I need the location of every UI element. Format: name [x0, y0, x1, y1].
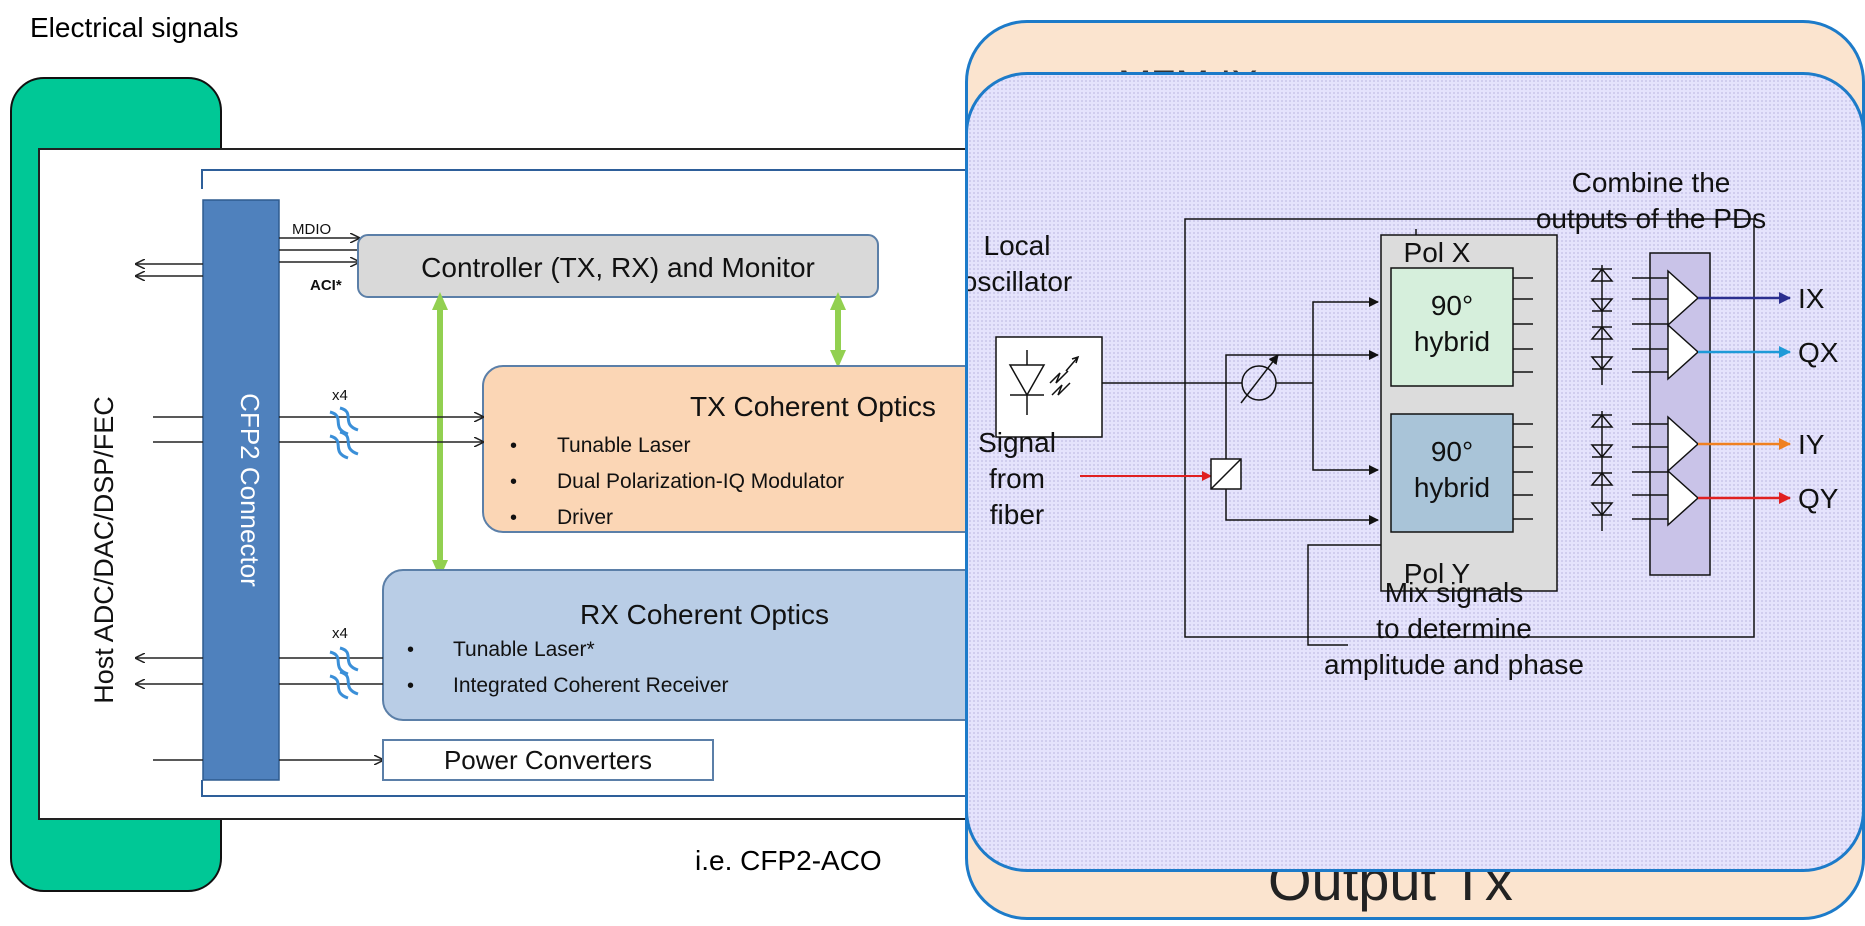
local-oscillator-box: [995, 336, 1103, 438]
laser-diode-icon: [1008, 350, 1080, 415]
hybrid-y: [1390, 413, 1514, 533]
cfp2-connector: [202, 199, 280, 781]
combine-label-line1: Combine the: [1572, 167, 1731, 198]
module-outline-top: [201, 169, 990, 189]
hybrid-x: [1390, 267, 1514, 387]
tx-item-3: Driver: [557, 506, 613, 529]
controller-label: Controller (TX, RX) and Monitor: [421, 252, 815, 283]
hybrid-x-line1: 90°: [1431, 290, 1473, 321]
tia-icons: [1632, 269, 1700, 527]
rx-bullet-2: •: [407, 675, 414, 697]
lo-label-line1: Local: [984, 230, 1051, 261]
caption: i.e. CFP2-ACO: [695, 845, 882, 876]
signal-label-line2: from: [989, 463, 1045, 494]
module-outline-bottom: [201, 780, 990, 797]
tx-item-1: Tunable Laser: [557, 434, 690, 457]
rx-title: RX Coherent Optics: [580, 599, 829, 630]
x4-tx-squiggle-icon: [329, 406, 359, 460]
tx-bullet-1: •: [510, 435, 517, 457]
tx-bullet-2: •: [510, 471, 517, 493]
lo-to-hybrid2: [1312, 383, 1379, 475]
green-arrowhead-right-bottom: [830, 350, 846, 368]
cfp2-aco-svg: Host ADC/DAC/DSP/FEC CFP2 Connector MDIO…: [89, 169, 1004, 797]
pbs-to-hybrid1: [1225, 350, 1379, 459]
cfp2-aco-diagram: Host ADC/DAC/DSP/FEC CFP2 Connector MDIO…: [38, 148, 1004, 820]
hybrid-y-line2: hybrid: [1414, 472, 1490, 503]
slide-title: Electrical signals: [30, 12, 239, 43]
signal-label-line3: fiber: [990, 499, 1044, 530]
tx-bullet-3: •: [510, 507, 517, 529]
aci-label: ACI*: [310, 277, 342, 294]
output-qx: QX: [1798, 337, 1839, 368]
power-label: Power Converters: [444, 745, 652, 775]
controller-box: [357, 234, 879, 298]
receiver-card: Combine the outputs of the PDs Local osc…: [962, 72, 1865, 872]
lo-to-hybrid1: [1312, 297, 1379, 383]
x4-rx-label: x4: [332, 625, 348, 642]
host-label: Host ADC/DAC/DSP/FEC: [89, 396, 119, 704]
photodiodes-icon: [1590, 265, 1614, 531]
hybrid-y-line1: 90°: [1431, 436, 1473, 467]
rx-item-1: Tunable Laser*: [453, 638, 595, 661]
power-converters-box: [382, 739, 714, 781]
rx-item-2: Integrated Coherent Receiver: [453, 674, 729, 697]
pbs-to-hybrid2: [1225, 489, 1379, 525]
receiver-svg: Combine the outputs of the PDs Local osc…: [962, 167, 1839, 680]
mix-label-line2: to determine: [1376, 613, 1532, 644]
pol-x-label: Pol X: [1404, 237, 1471, 268]
tx-title: TX Coherent Optics: [690, 391, 936, 422]
green-arrowhead-left-top: [432, 292, 448, 310]
output-ix: IX: [1798, 283, 1825, 314]
output-qy: QY: [1798, 483, 1839, 514]
connector-label: CFP2 Connector: [235, 393, 265, 587]
pol-y-label: Pol Y: [1404, 558, 1471, 589]
output-iy: IY: [1798, 429, 1825, 460]
mix-label-line1: Mix signals: [1385, 577, 1523, 608]
hybrid-x-line2: hybrid: [1414, 326, 1490, 357]
rx-bullet-1: •: [407, 639, 414, 661]
x4-tx-label: x4: [332, 387, 348, 404]
hybrid-output-stubs: [1513, 277, 1533, 520]
lo-label-line2: oscillator: [968, 266, 1072, 297]
mdio-label: MDIO: [292, 221, 331, 238]
signal-label-line1: Signal: [978, 427, 1056, 458]
pbs-diagonal: [1210, 458, 1242, 490]
receiver-frame: [1184, 218, 1755, 638]
mix-leader: [1307, 544, 1381, 646]
mix-label-line3: amplitude and phase: [1324, 649, 1584, 680]
phase-shifter-arrow: [1240, 354, 1279, 404]
x4-rx-squiggle-icon: [329, 646, 359, 700]
tx-item-2: Dual Polarization-IQ Modulator: [557, 470, 844, 493]
green-arrowhead-right-top: [830, 292, 846, 310]
